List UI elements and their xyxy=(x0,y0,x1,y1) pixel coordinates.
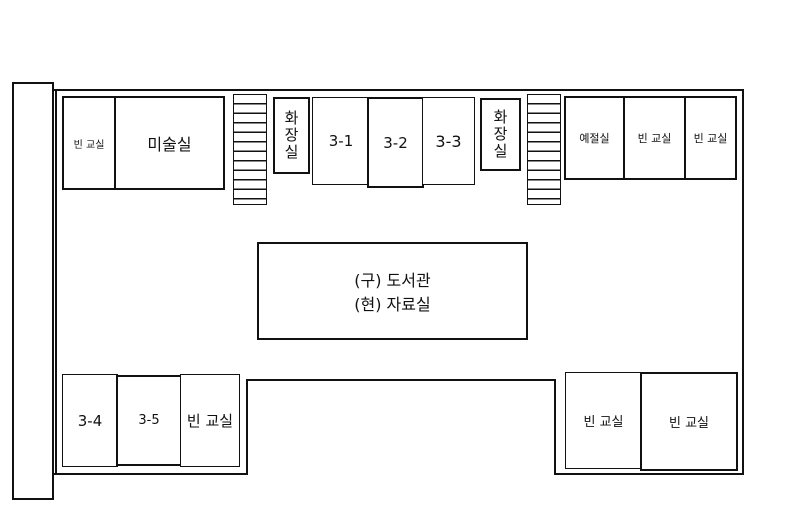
outline-left xyxy=(55,89,57,475)
room-label: 3-4 xyxy=(77,411,103,430)
outline-top xyxy=(53,89,744,91)
room-empty-classroom: 빈 교실 xyxy=(684,96,737,180)
room-3-2: 3-2 xyxy=(367,97,424,188)
room-restroom-right: 화 장 실 xyxy=(480,98,521,171)
room-3-4: 3-4 xyxy=(62,374,118,467)
room-label: 미술실 xyxy=(147,135,192,154)
room-3-3: 3-3 xyxy=(422,97,475,185)
room-empty-classroom: 빈 교실 xyxy=(623,96,686,180)
outline-bottom-left xyxy=(53,473,248,475)
room-label: 빈 교실 xyxy=(73,139,105,151)
room-art: 미술실 xyxy=(114,96,225,190)
room-label: 3-5 xyxy=(138,413,160,428)
room-label: 3-3 xyxy=(435,131,462,151)
side-corridor xyxy=(12,82,54,500)
outline-bottom-right xyxy=(554,473,744,475)
room-3-1: 3-1 xyxy=(312,97,370,185)
room-3-5: 3-5 xyxy=(116,375,182,466)
outline-right xyxy=(742,89,744,475)
outline-notch-left xyxy=(246,379,248,475)
room-label: 3-1 xyxy=(328,132,354,150)
room-label: 빈 교실 xyxy=(668,416,709,431)
room-label: 빈 교실 xyxy=(693,132,728,145)
room-library: (구) 도서관 (현) 자료실 xyxy=(257,242,528,340)
room-empty-classroom: 빈 교실 xyxy=(565,372,642,469)
stairs-right xyxy=(527,94,561,205)
room-restroom-left: 화 장 실 xyxy=(273,97,310,174)
room-label-current: (현) 자료실 xyxy=(354,295,431,314)
stairs-left xyxy=(233,94,267,205)
room-label: 빈 교실 xyxy=(186,412,234,430)
room-label: 3-2 xyxy=(383,133,408,152)
room-label: 화 장 실 xyxy=(284,108,299,162)
room-empty-classroom: 빈 교실 xyxy=(180,374,240,467)
room-label: 화 장 실 xyxy=(493,107,508,161)
room-empty-classroom: 빈 교실 xyxy=(640,372,738,471)
room-label: 예절실 xyxy=(579,132,610,145)
room-empty-classroom: 빈 교실 xyxy=(62,96,116,190)
room-label-former: (구) 도서관 xyxy=(354,271,431,290)
outline-notch-right xyxy=(554,379,556,475)
room-label: 빈 교실 xyxy=(583,415,624,430)
outline-notch-top xyxy=(246,379,556,381)
room-etiquette: 예절실 xyxy=(564,96,625,180)
room-label: 빈 교실 xyxy=(637,132,672,145)
